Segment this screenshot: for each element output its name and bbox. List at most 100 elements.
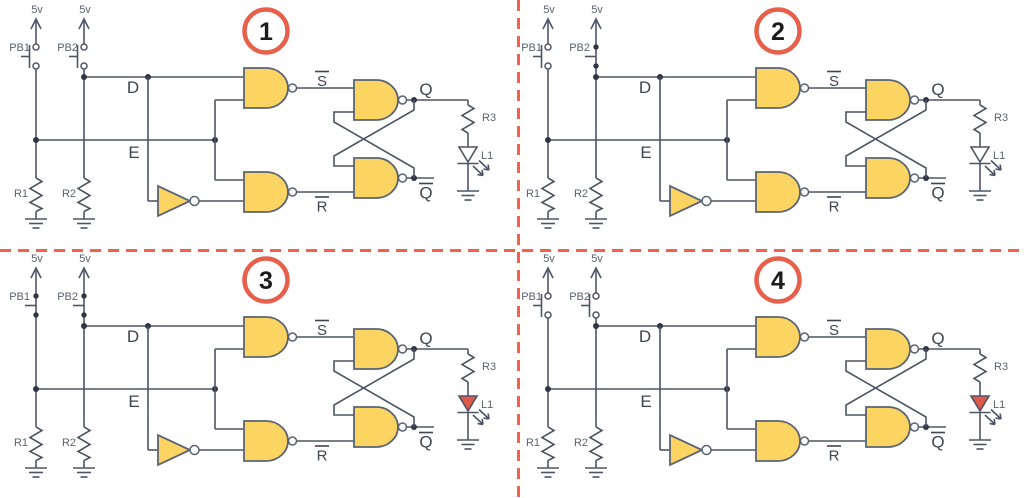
nand-bubble bbox=[397, 173, 408, 183]
supply-pb1: 5v bbox=[30, 253, 43, 293]
supply-label: 5v bbox=[31, 4, 43, 16]
r1-label: R1 bbox=[526, 437, 540, 449]
svg-text:S: S bbox=[317, 73, 327, 90]
step-badge-ring bbox=[242, 7, 290, 55]
quadrant-1: 5v 5v PB1 PB2 bbox=[0, 0, 512, 249]
latch-top-nand-gate bbox=[865, 79, 980, 121]
up-arrow-icon bbox=[590, 266, 602, 279]
inverter-triangle bbox=[669, 433, 705, 467]
step-number: 4 bbox=[771, 267, 785, 295]
d-latch-circuit: 5v 5v PB1 PB2 bbox=[521, 4, 1008, 229]
up-arrow-icon bbox=[542, 17, 554, 30]
pb1-label: PB1 bbox=[521, 291, 542, 303]
pb1-column: R1 bbox=[14, 318, 47, 478]
r3-label: R3 bbox=[482, 361, 496, 373]
d-net: D bbox=[593, 323, 756, 451]
ground-symbol bbox=[457, 190, 479, 201]
pushbutton-pb2 bbox=[585, 44, 599, 69]
svg-text:R: R bbox=[829, 448, 840, 465]
inverter-gate bbox=[669, 184, 756, 218]
pb2-column: R2 bbox=[574, 318, 607, 478]
q-output-label: Q bbox=[419, 329, 432, 348]
pushbutton-open-symbol bbox=[581, 292, 600, 319]
set-bar-label: S bbox=[827, 70, 841, 90]
resistor-r1 bbox=[28, 177, 44, 213]
set-nand-gate bbox=[243, 316, 354, 358]
qbar-output-label: Q bbox=[419, 431, 433, 452]
inverter-triangle bbox=[157, 184, 193, 218]
up-arrow-icon bbox=[78, 17, 90, 30]
l1-label: L1 bbox=[481, 150, 493, 162]
wire bbox=[845, 360, 927, 427]
nand-bubble bbox=[287, 436, 298, 446]
pb2-column: R2 bbox=[574, 69, 607, 229]
d-net: D bbox=[81, 74, 244, 202]
l1-label: L1 bbox=[481, 399, 493, 411]
junction-dot bbox=[81, 323, 87, 329]
nand-bubble bbox=[287, 332, 298, 342]
svg-text:Q: Q bbox=[931, 433, 944, 452]
nand-bubble bbox=[287, 187, 298, 197]
junction-dot bbox=[545, 137, 551, 143]
wire bbox=[333, 100, 415, 167]
pushbutton-open-symbol bbox=[533, 292, 552, 319]
nand-bubble bbox=[799, 436, 810, 446]
pushbutton-open-symbol bbox=[21, 43, 40, 70]
svg-text:R: R bbox=[317, 199, 328, 216]
svg-text:Q: Q bbox=[419, 433, 432, 452]
d-latch-circuit: 5v 5v PB1 PB2 bbox=[521, 253, 1008, 478]
inverter-bubble bbox=[701, 444, 712, 456]
q-output-label: Q bbox=[419, 80, 432, 99]
nand-bubble bbox=[909, 344, 920, 354]
resistor-r3 bbox=[460, 104, 476, 134]
r2-label: R2 bbox=[574, 188, 588, 200]
d-net: D bbox=[593, 74, 756, 202]
reset-nand-gate bbox=[755, 420, 866, 462]
pb2-column: R2 bbox=[62, 69, 95, 229]
inverter-bubble bbox=[189, 195, 200, 207]
e-net: E bbox=[545, 348, 756, 430]
r2-label: R2 bbox=[574, 437, 588, 449]
supply-label: 5v bbox=[79, 253, 91, 265]
up-arrow-icon bbox=[542, 266, 554, 279]
quadrant-4: 5v 5v PB1 PB2 bbox=[512, 249, 1024, 498]
pb1-label: PB1 bbox=[521, 42, 542, 54]
r1-label: R1 bbox=[526, 188, 540, 200]
pushbutton-pressed-symbol bbox=[25, 293, 39, 318]
nand-bubble bbox=[799, 332, 810, 342]
pushbutton-pb2 bbox=[69, 43, 88, 70]
set-nand-gate bbox=[243, 67, 354, 109]
l1-label: L1 bbox=[993, 150, 1005, 162]
e-input-label: E bbox=[128, 143, 139, 162]
nand-bubble bbox=[799, 83, 810, 93]
wire bbox=[333, 349, 415, 416]
e-input-label: E bbox=[128, 392, 139, 411]
step-badge-ring bbox=[754, 7, 802, 55]
r1-label: R1 bbox=[14, 437, 28, 449]
pushbutton-pressed-symbol bbox=[73, 293, 87, 318]
r2-label: R2 bbox=[62, 437, 76, 449]
output-chain: R3 L1 bbox=[969, 100, 1008, 201]
pushbutton-pb2 bbox=[581, 292, 600, 319]
output-chain: R3 L1 bbox=[457, 349, 496, 450]
led-emission-arrow-icon bbox=[472, 414, 484, 426]
output-chain: R3 L1 bbox=[969, 349, 1008, 450]
up-arrow-icon bbox=[78, 266, 90, 279]
cross-coupling-wires bbox=[333, 349, 415, 427]
latch-bottom-nand-gate bbox=[865, 157, 946, 199]
supply-label: 5v bbox=[543, 4, 555, 16]
junction-dot bbox=[33, 386, 39, 392]
reset-bar-label: R bbox=[315, 196, 329, 216]
pb2-label: PB2 bbox=[569, 291, 590, 303]
qbar-output-label: Q bbox=[419, 182, 433, 203]
resistor-r3 bbox=[972, 104, 988, 134]
nand-bubble bbox=[909, 95, 920, 105]
led-body bbox=[969, 395, 991, 413]
e-input-label: E bbox=[640, 143, 651, 162]
pb2-column: R2 bbox=[62, 318, 95, 478]
latch-bottom-nand-gate bbox=[353, 406, 434, 448]
led-emission-arrow-icon bbox=[990, 408, 1002, 420]
inverter-bubble bbox=[701, 195, 712, 207]
wire bbox=[845, 349, 927, 416]
